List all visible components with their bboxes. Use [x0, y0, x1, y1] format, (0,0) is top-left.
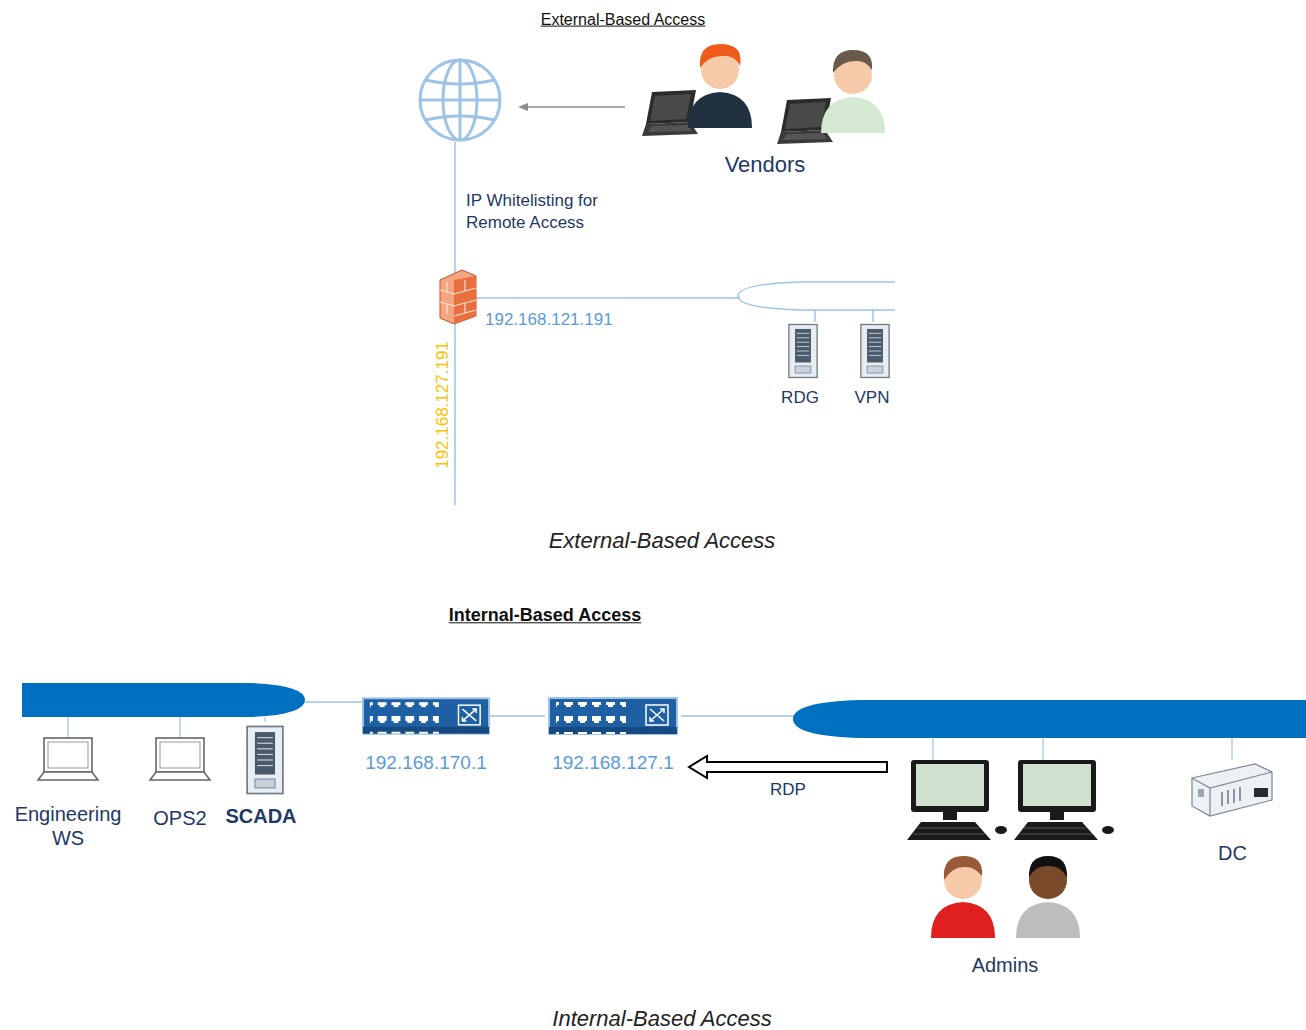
- workstation-node: OPS2: [144, 735, 216, 830]
- scada-server: SCADA: [222, 718, 300, 828]
- node-label: DC: [1218, 841, 1247, 865]
- edge-label: RDP: [770, 779, 806, 801]
- node-label: 192.168.170.1: [365, 752, 487, 775]
- server-node: VPN: [848, 320, 896, 408]
- domain-controller: DC: [1185, 757, 1280, 865]
- node-label: RDG: [781, 388, 819, 408]
- node-label: Vendors: [725, 152, 806, 178]
- figure-caption: External-Based Access: [549, 527, 776, 556]
- block-arrow: [689, 756, 887, 778]
- ip-address: 192.168.127.191: [432, 341, 454, 469]
- link-line: [490, 715, 545, 717]
- vendor-group: Vendors: [640, 40, 890, 178]
- ip-address: 192.168.121.191: [485, 309, 613, 331]
- node-label: Engineering WS: [4, 802, 132, 850]
- node-label: SCADA: [225, 804, 296, 828]
- workstation-node: Engineering WS: [4, 735, 132, 850]
- node-label: OPS2: [153, 806, 206, 830]
- node-label: 192.168.127.1: [552, 752, 674, 775]
- figure-caption: Internal-Based Access: [552, 1005, 771, 1030]
- network-switch: 192.168.127.1: [545, 697, 681, 775]
- server-node: RDG: [776, 320, 824, 408]
- network-switch: 192.168.170.1: [362, 697, 490, 775]
- admin-group: Admins: [895, 745, 1115, 977]
- section-heading: External-Based Access: [541, 10, 706, 31]
- node-label: Admins: [972, 953, 1039, 977]
- whitelist-note: IP Whitelisting for Remote Access: [466, 190, 618, 234]
- node-label: VPN: [855, 388, 890, 408]
- section-heading: Internal-Based Access: [449, 604, 641, 627]
